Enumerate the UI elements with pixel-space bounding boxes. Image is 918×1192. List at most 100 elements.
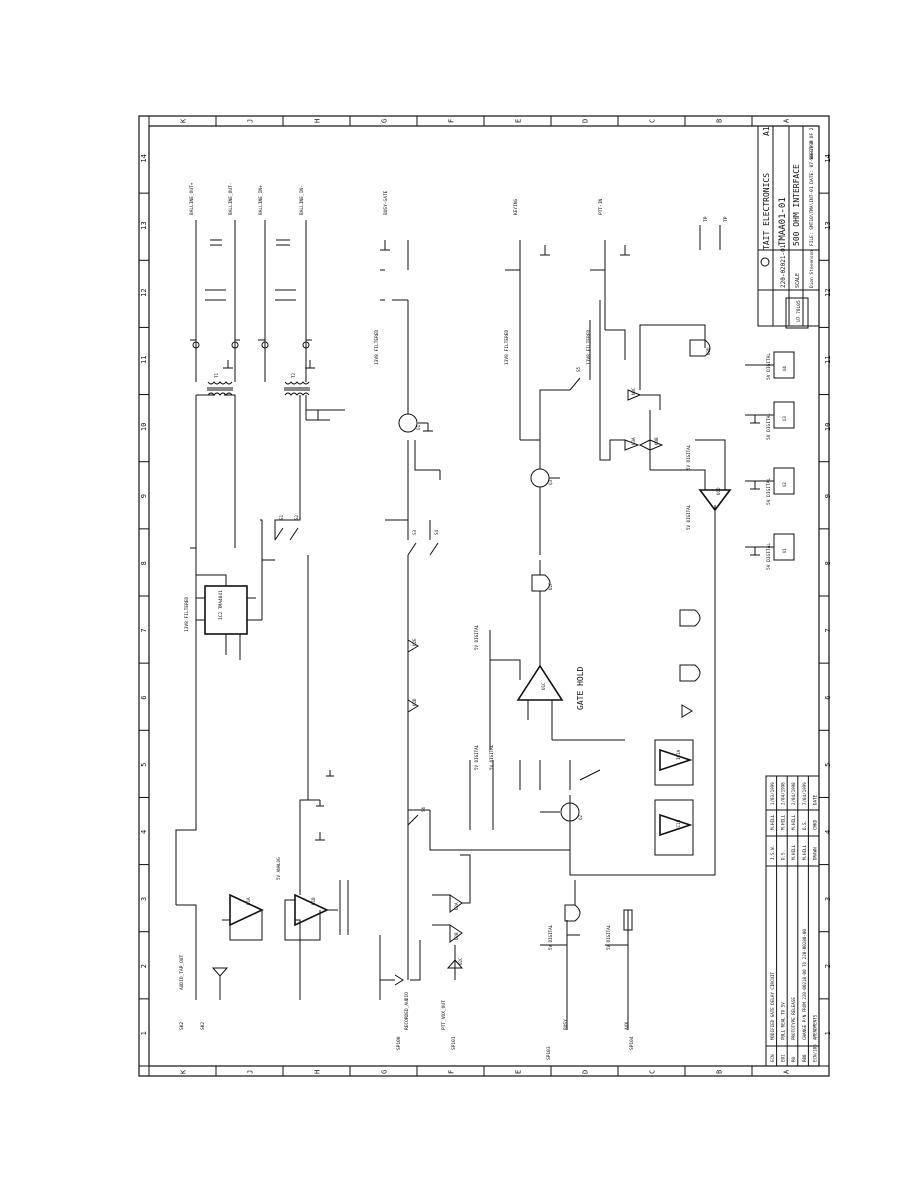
sk2-connectors: SK2 AUDIO_TAP_OUT SK2 SP100 RECORDED_AUD…: [179, 954, 635, 1060]
grid-col-left-4: 4: [140, 830, 148, 834]
label-13v8-filtered-1: 13V8 FILTERED: [184, 596, 190, 632]
grid-row-bottom-K: K: [180, 1069, 188, 1074]
label-13v8-filtered-3: 13V8 FILTERED: [504, 329, 510, 365]
ic2-tma4041: [204, 585, 248, 635]
comp-ref-q2: Q2: [578, 814, 583, 820]
label-5v-analog: 5V ANALOG: [276, 857, 281, 880]
grid-row-top-B: B: [716, 119, 724, 123]
rev-2-date: 2/04/1998: [791, 782, 796, 805]
grid-col-right-13: 13: [824, 221, 832, 229]
label-13v8-filtered-4: 13V8 FILTERED: [586, 329, 592, 365]
net-balline-in-plus: BALLINE_IN+: [258, 185, 264, 215]
opamp-u1b: [294, 893, 329, 927]
net-balline-in-minus: BALLINE_IN-: [299, 185, 305, 215]
grid-row-bottom-H: H: [314, 1070, 322, 1074]
rev-0-date: 1/03/1999: [770, 782, 775, 805]
svg-text:U4: U4: [782, 366, 787, 371]
label-5v-digital-net-5: 5V DIGITAL: [686, 504, 691, 530]
grid-col-left-1: 1: [140, 1031, 148, 1035]
title-company: TAIT ELECTRONICS: [762, 173, 771, 250]
rev-4-date: DATE: [812, 794, 817, 805]
grid-row-bottom-F: F: [448, 1070, 456, 1074]
grid-col-left-6: 6: [140, 695, 148, 699]
label-5v-digital-1: 5V DIGITAL: [766, 543, 772, 570]
grid-row-top-G: G: [381, 119, 389, 123]
svg-text:SP100: SP100: [396, 1036, 402, 1050]
rev-3-id: R00: [802, 1054, 807, 1062]
label-5v-digital-2: 5V DIGITAL: [766, 478, 772, 505]
decoupling-strip: U1 U2 U3 U4 U7 78L05 5V DIGITAL 5V DIGIT…: [745, 297, 809, 570]
label-5v-digital-net-2: 5V DIGITAL: [489, 744, 494, 770]
grid-row-top-F: F: [448, 119, 456, 123]
net-balline-out-minus: BALLINE_OUT-: [228, 182, 234, 215]
svg-text:TP: TP: [703, 216, 709, 222]
comp-ref-u1b: U1B: [311, 897, 316, 905]
grid-row-top-K: K: [180, 118, 188, 123]
net-aux: AUX: [624, 1022, 630, 1030]
rev-0-by: J.S.W.: [770, 845, 775, 860]
net-balline-out-plus: BALLINE_OUT+: [189, 182, 195, 215]
comp-ref-u1a: U1A: [246, 897, 251, 905]
comp-ref-u3c: U3C: [631, 387, 636, 395]
comp-ref-q1: Q1: [416, 424, 421, 430]
comp-ref-s6: S6: [421, 806, 426, 812]
comp-ref-u1c: U1C: [541, 682, 546, 690]
grid-col-left-7: 7: [140, 628, 148, 632]
net-audio-tap-out: AUDIO_TAP_OUT: [179, 954, 185, 990]
comp-ref-s2: S2: [294, 514, 299, 520]
rev-2-by: M.HILL: [791, 844, 796, 860]
rev-2-id: R0: [791, 1056, 796, 1062]
comp-ref-ic1a: IC1A: [676, 749, 681, 760]
svg-text:U1: U1: [782, 548, 787, 553]
net-ptt-vox-out: PTT_VOX_OUT: [441, 1000, 447, 1030]
svg-text:U3: U3: [782, 416, 787, 421]
svg-text:U7 78L05: U7 78L05: [796, 300, 802, 322]
inner-frame: [148, 125, 820, 1067]
grid-row-bottom-C: C: [649, 1070, 657, 1074]
grid-col-left-13: 13: [140, 221, 148, 229]
grid-row-top-J: J: [247, 119, 255, 123]
regulator-u7: [785, 297, 809, 329]
rev-3-date: 7/04/1999: [802, 782, 807, 805]
net-busy: BUSY: [563, 1019, 569, 1030]
grid-col-right-9: 9: [824, 494, 832, 498]
comp-ref-t2: T2: [291, 372, 296, 378]
grid-col-right-14: 14: [824, 154, 832, 162]
grid-col-right-7: 7: [824, 628, 832, 632]
svg-text:SK2: SK2: [179, 1022, 185, 1030]
rev-2-text: PROTOTYPE RELEASE: [791, 997, 796, 1040]
comp-ref-u2e: U2E: [412, 638, 417, 646]
title-part-no: 220-02021-01: [780, 244, 787, 288]
comp-ref-u2a: U2A: [454, 902, 459, 910]
grid-col-right-12: 12: [824, 288, 832, 296]
rev-0-text: MODIFIED GATE DELAY CIRCUIT: [770, 971, 775, 1040]
rev-4-chk: CHKD: [812, 819, 817, 830]
grid-col-left-8: 8: [140, 561, 148, 565]
rev-1-chk: M.HILL: [781, 814, 786, 830]
grid-col-right-6: 6: [824, 695, 832, 699]
grid-row-bottom-D: D: [582, 1070, 590, 1074]
grid-row-top-C: C: [649, 119, 657, 123]
grid-col-right-8: 8: [824, 561, 832, 565]
rev-2-chk: M.HILL: [791, 814, 796, 830]
label-5v-digital-net-3: 5V DIGITAL: [548, 924, 553, 950]
title-block: TAIT ELECTRONICS A1 TMAA01-01 500 OHM IN…: [757, 125, 820, 327]
gate-u2: [531, 574, 551, 592]
rev-0-chk: M.HILL: [770, 814, 775, 830]
grid-col-left-12: 12: [140, 288, 148, 296]
svg-text:TP: TP: [723, 216, 729, 222]
opamp-box-1: [654, 739, 694, 786]
grid-row-top-A: A: [783, 118, 791, 123]
transformer-t2: [284, 381, 310, 396]
comp-ref-u3b: U3B: [654, 437, 659, 445]
label-5v-digital-3: 5V DIGITAL: [766, 413, 772, 440]
grid-row-top-E: E: [515, 119, 523, 123]
transistor-q1: [398, 413, 418, 433]
grid-row-top-H: H: [314, 119, 322, 123]
opamp-u1d: [698, 489, 732, 512]
label-13v8-filtered-2: 13V8 FILTERED: [374, 329, 380, 365]
grid-col-left-3: 3: [140, 897, 148, 901]
